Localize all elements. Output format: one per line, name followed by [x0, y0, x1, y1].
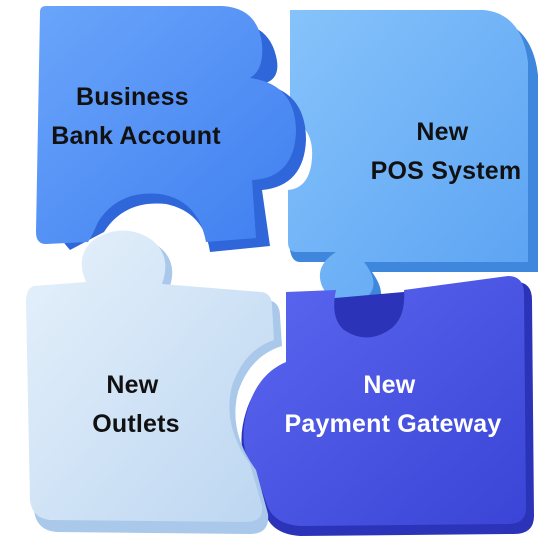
- label-bottom-right: New Payment Gateway: [285, 371, 502, 438]
- label-top-left: Business Bank Account: [51, 83, 221, 150]
- piece-top-right-face: [288, 10, 528, 303]
- puzzle-piece-top-left: [36, 6, 306, 252]
- label-bottom-right-line1: New: [363, 371, 415, 399]
- label-top-right-line2: POS System: [371, 157, 522, 185]
- label-top-left-line1: Business: [76, 83, 189, 111]
- piece-bottom-right-face: [243, 276, 527, 526]
- puzzle-piece-bottom-left: [26, 230, 282, 534]
- label-bottom-left-line1: New: [106, 371, 158, 399]
- piece-top-left-face: [36, 6, 296, 244]
- label-bottom-left: New Outlets: [92, 371, 180, 438]
- label-bottom-left-line2: Outlets: [92, 410, 180, 438]
- label-top-left-line2: Bank Account: [51, 122, 221, 150]
- label-top-right-line1: New: [416, 118, 468, 146]
- label-top-right: New POS System: [371, 118, 522, 185]
- puzzle-piece-top-right: [288, 10, 538, 314]
- piece-bottom-left-face: [26, 230, 274, 522]
- label-bottom-right-line2: Payment Gateway: [285, 410, 502, 438]
- puzzle-piece-bottom-right: [241, 276, 535, 536]
